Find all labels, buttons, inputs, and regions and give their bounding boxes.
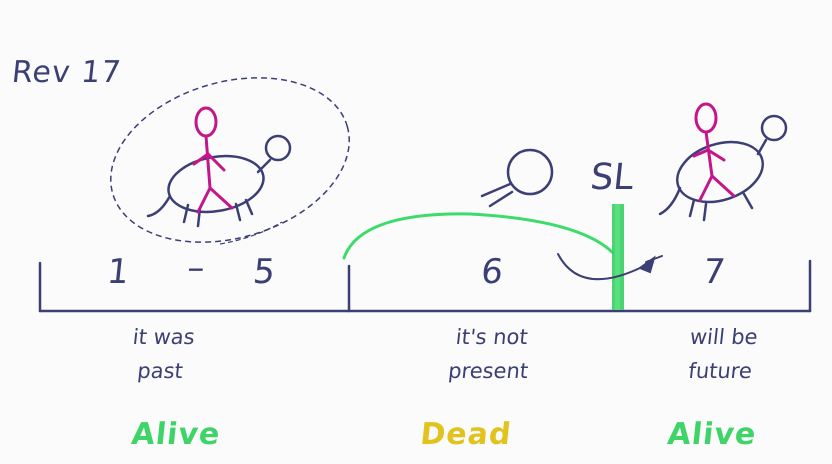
middle-period-label: 6 bbox=[479, 252, 505, 292]
green-arc bbox=[342, 212, 614, 260]
status-alive-left: Alive bbox=[129, 417, 223, 452]
past-caption-line1: it was bbox=[131, 325, 196, 349]
status-alive-right: Alive bbox=[665, 417, 759, 452]
past-caption-line2: past bbox=[136, 359, 185, 383]
past-caption: it was past bbox=[128, 320, 197, 388]
curved-arrow-icon bbox=[557, 253, 663, 281]
future-caption-line1: will be bbox=[688, 325, 759, 349]
future-caption-line2: future bbox=[687, 359, 754, 383]
beast-icon-right bbox=[658, 114, 788, 222]
beast-head-icon bbox=[480, 148, 554, 208]
present-caption-line2: present bbox=[447, 359, 530, 383]
timeline bbox=[38, 259, 812, 313]
present-caption-line1: it's not bbox=[454, 325, 529, 349]
range-start-label: 1 bbox=[105, 252, 131, 292]
rider-figure-icon-right bbox=[692, 102, 736, 202]
range-end-label: 5 bbox=[251, 252, 277, 292]
dashed-ellipse bbox=[110, 77, 350, 243]
future-period-label: 7 bbox=[701, 252, 727, 292]
present-caption: it's not present bbox=[447, 320, 534, 388]
future-caption: will be future bbox=[685, 320, 760, 388]
status-dead: Dead bbox=[418, 417, 514, 452]
ellipse-tail-stroke bbox=[219, 221, 283, 245]
sl-divider bbox=[612, 204, 624, 310]
beast-icon bbox=[146, 134, 292, 228]
rider-figure-icon bbox=[192, 106, 234, 214]
sl-marker-label: SL bbox=[588, 157, 636, 198]
page-title: Rev 17 bbox=[10, 55, 124, 90]
